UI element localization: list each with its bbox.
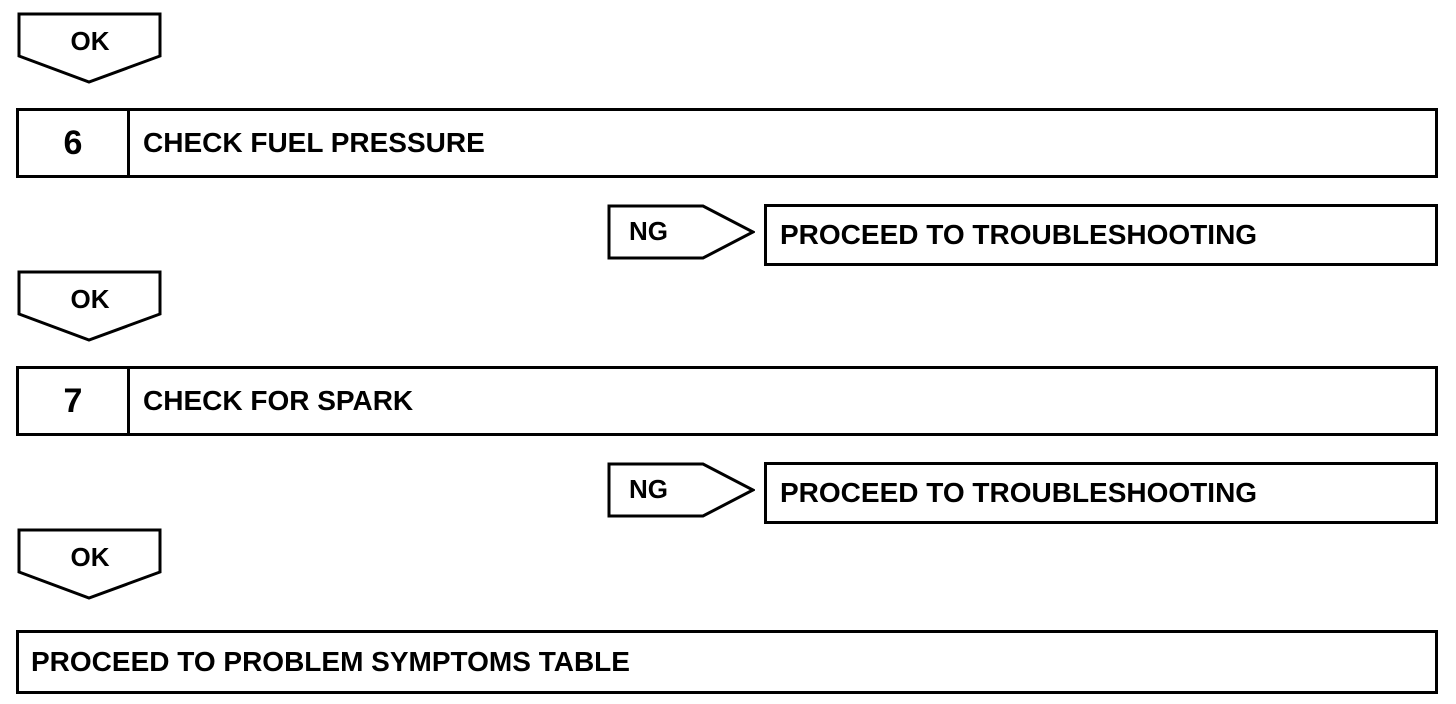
ng-result-text: PROCEED TO TROUBLESHOOTING: [780, 477, 1258, 508]
ok-arrow-3: OK: [17, 528, 163, 600]
ok-label: OK: [70, 284, 110, 314]
down-arrow-icon: [17, 270, 162, 342]
down-arrow-icon: [17, 12, 162, 84]
ok-arrow-2: OK: [17, 270, 163, 342]
ng-result-6-box: PROCEED TO TROUBLESHOOTING: [764, 204, 1438, 266]
ng-arrow-6: NG: [607, 204, 755, 260]
ng-arrow-7: NG: [607, 462, 755, 518]
right-arrow-icon: [607, 462, 755, 518]
step-title: CHECK FUEL PRESSURE: [143, 127, 485, 158]
ng-label: NG: [629, 216, 668, 246]
down-arrow-icon: [17, 528, 162, 600]
right-arrow-icon: [607, 204, 755, 260]
ng-label: NG: [629, 474, 668, 504]
ok-label: OK: [70, 542, 110, 572]
step-number: 7: [19, 369, 130, 433]
ok-arrow-1: OK: [17, 12, 163, 84]
step-title: CHECK FOR SPARK: [143, 385, 414, 416]
final-result-text: PROCEED TO PROBLEM SYMPTOMS TABLE: [31, 646, 630, 677]
ng-result-text: PROCEED TO TROUBLESHOOTING: [780, 219, 1258, 250]
ok-label: OK: [70, 26, 110, 56]
final-result-box: PROCEED TO PROBLEM SYMPTOMS TABLE: [16, 630, 1438, 694]
step-number: 6: [19, 111, 130, 175]
ng-result-7-box: PROCEED TO TROUBLESHOOTING: [764, 462, 1438, 524]
step-6-box: 6 CHECK FUEL PRESSURE: [16, 108, 1438, 178]
step-7-box: 7 CHECK FOR SPARK: [16, 366, 1438, 436]
